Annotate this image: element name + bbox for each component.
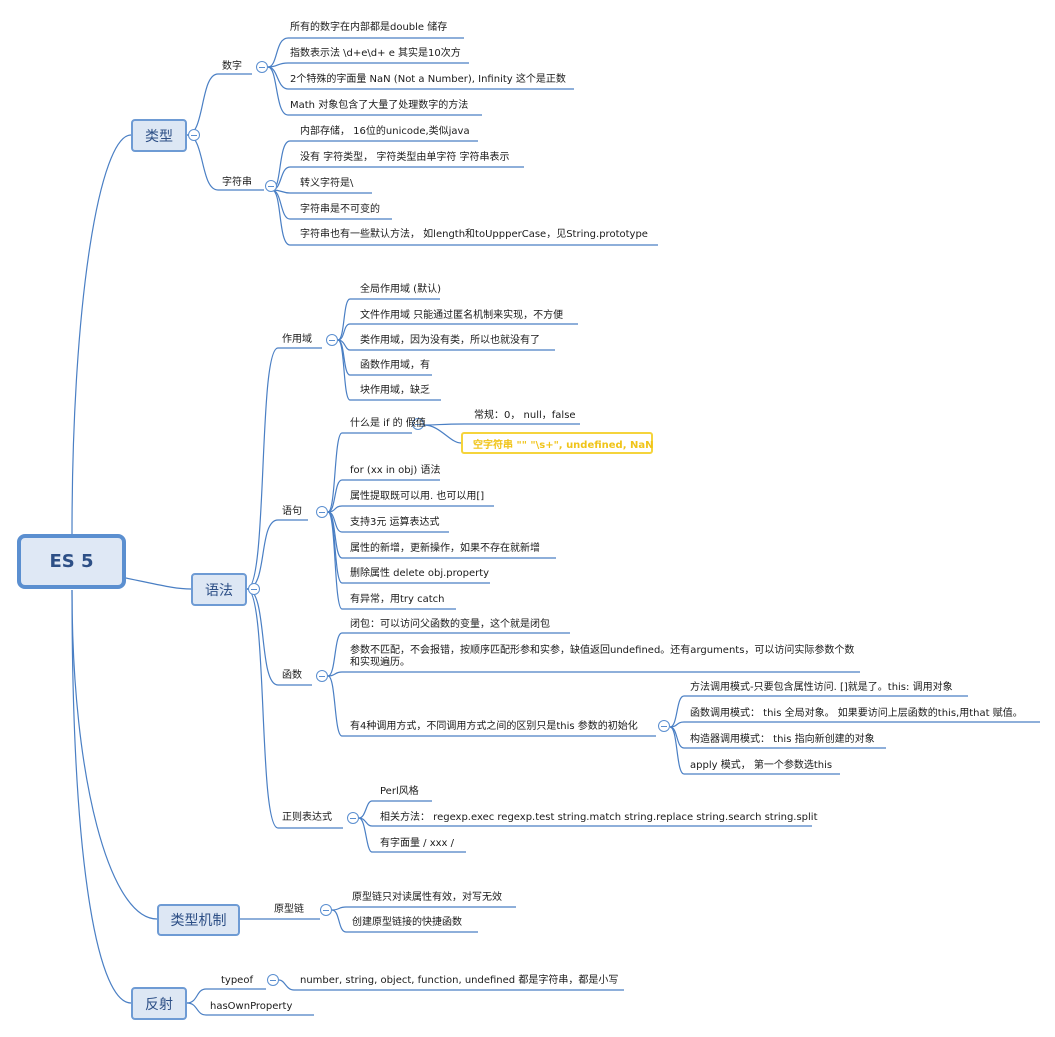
subtopic-prototype-chain[interactable]: 原型链 — [274, 904, 304, 915]
leaf-scope[interactable]: 函数作用域，有 — [360, 360, 430, 371]
subtopic-typeof[interactable]: typeof — [221, 975, 253, 986]
topic-reflection[interactable]: 反射 — [131, 987, 187, 1020]
leaf-params[interactable]: 参数不匹配，不会报错，按顺序匹配形参和实参，缺值返回undefined。还有ar… — [350, 645, 855, 668]
subtopic-has-own-property[interactable]: hasOwnProperty — [210, 1001, 293, 1012]
leaf-string[interactable]: 转义字符是\ — [300, 178, 354, 189]
leaf-prototype[interactable]: 原型链只对读属性有效，对写无效 — [352, 892, 502, 903]
leaf-number[interactable]: Math 对象包含了大量了处理数字的方法 — [290, 100, 469, 111]
subtopic-number[interactable]: 数字 — [222, 61, 242, 72]
leaf-regex[interactable]: 有字面量 / xxx / — [380, 838, 455, 849]
collapse-icon[interactable] — [326, 334, 338, 346]
leaf-string[interactable]: 字符串也有一些默认方法， 如length和toUppperCase，见Strin… — [300, 229, 648, 240]
leaf-string[interactable]: 没有 字符类型， 字符类型由单字符 字符串表示 — [300, 152, 510, 163]
leaf-statement[interactable]: 删除属性 delete obj.property — [350, 568, 490, 579]
subtopic-statement[interactable]: 语句 — [282, 506, 302, 517]
collapse-icon[interactable] — [316, 670, 328, 682]
leaf-string[interactable]: 字符串是不可变的 — [300, 204, 380, 215]
leaf-prototype[interactable]: 创建原型链接的快捷函数 — [352, 917, 462, 928]
collapse-icon[interactable] — [188, 129, 200, 141]
root-node[interactable]: ES 5 — [17, 534, 126, 589]
leaf-invocation[interactable]: 构造器调用模式： this 指向新创建的对象 — [690, 734, 875, 745]
collapse-icon[interactable] — [347, 812, 359, 824]
leaf-number[interactable]: 指数表示法 \d+e\d+ e 其实是10次方 — [290, 48, 461, 59]
collapse-icon[interactable] — [265, 180, 277, 192]
collapse-icon[interactable] — [248, 583, 260, 595]
subtopic-regex[interactable]: 正则表达式 — [282, 812, 332, 823]
subtopic-string[interactable]: 字符串 — [222, 177, 252, 188]
leaf-scope[interactable]: 类作用域，因为没有类，所以也就没有了 — [360, 335, 540, 346]
subtopic-function[interactable]: 函数 — [282, 670, 302, 681]
leaf-scope[interactable]: 文件作用域 只能通过匿名机制来实现，不方便 — [360, 310, 564, 321]
topic-types[interactable]: 类型 — [131, 119, 187, 152]
topic-type-mechanism[interactable]: 类型机制 — [157, 904, 240, 936]
leaf-regex[interactable]: 相关方法： regexp.exec regexp.test string.mat… — [380, 812, 818, 823]
leaf-invocation[interactable]: 方法调用模式-只要包含属性访问. []就是了。this: 调用对象 — [690, 682, 953, 693]
leaf-scope[interactable]: 块作用域，缺乏 — [360, 385, 430, 396]
falsy-node[interactable]: 什么是 if 的 假值 — [350, 418, 426, 429]
topic-syntax[interactable]: 语法 — [191, 573, 247, 606]
subtopic-scope[interactable]: 作用域 — [282, 334, 312, 345]
leaf-string[interactable]: 内部存储， 16位的unicode,类似java — [300, 126, 470, 137]
leaf-regex[interactable]: Perl风格 — [380, 786, 419, 797]
invocation-node[interactable]: 有4种调用方式，不同调用方式之间的区别只是this 参数的初始化 — [350, 721, 638, 732]
leaf-invocation[interactable]: 函数调用模式： this 全局对象。 如果要访问上层函数的this,用that … — [690, 708, 1023, 719]
leaf-statement[interactable]: 支持3元 运算表达式 — [350, 517, 440, 528]
collapse-icon[interactable] — [256, 61, 268, 73]
leaf-statement[interactable]: 属性提取既可以用. 也可以用[] — [350, 491, 485, 502]
leaf-closure[interactable]: 闭包：可以访问父函数的变量，这个就是闭包 — [350, 619, 550, 630]
leaf-invocation[interactable]: apply 模式， 第一个参数选this — [690, 760, 833, 771]
leaf-statement[interactable]: 属性的新增，更新操作，如果不存在就新增 — [350, 543, 540, 554]
falsy-normal[interactable]: 常规：0， null，false — [474, 410, 576, 421]
leaf-number[interactable]: 所有的数字在内部都是double 储存 — [290, 22, 448, 33]
collapse-icon[interactable] — [320, 904, 332, 916]
leaf-statement[interactable]: 有异常，用try catch — [350, 594, 445, 605]
leaf-statement[interactable]: for (xx in obj) 语法 — [350, 465, 441, 476]
collapse-icon[interactable] — [658, 720, 670, 732]
collapse-icon[interactable] — [267, 974, 279, 986]
leaf-scope[interactable]: 全局作用域 (默认) — [360, 284, 441, 295]
collapse-icon[interactable] — [412, 418, 424, 430]
falsy-highlight[interactable]: 空字符串 "" "\s+", undefined, NaN — [461, 432, 653, 454]
collapse-icon[interactable] — [316, 506, 328, 518]
leaf-number[interactable]: 2个特殊的字面量 NaN (Not a Number), Infinity 这个… — [290, 74, 566, 85]
leaf-typeof[interactable]: number, string, object, function, undefi… — [300, 975, 619, 986]
